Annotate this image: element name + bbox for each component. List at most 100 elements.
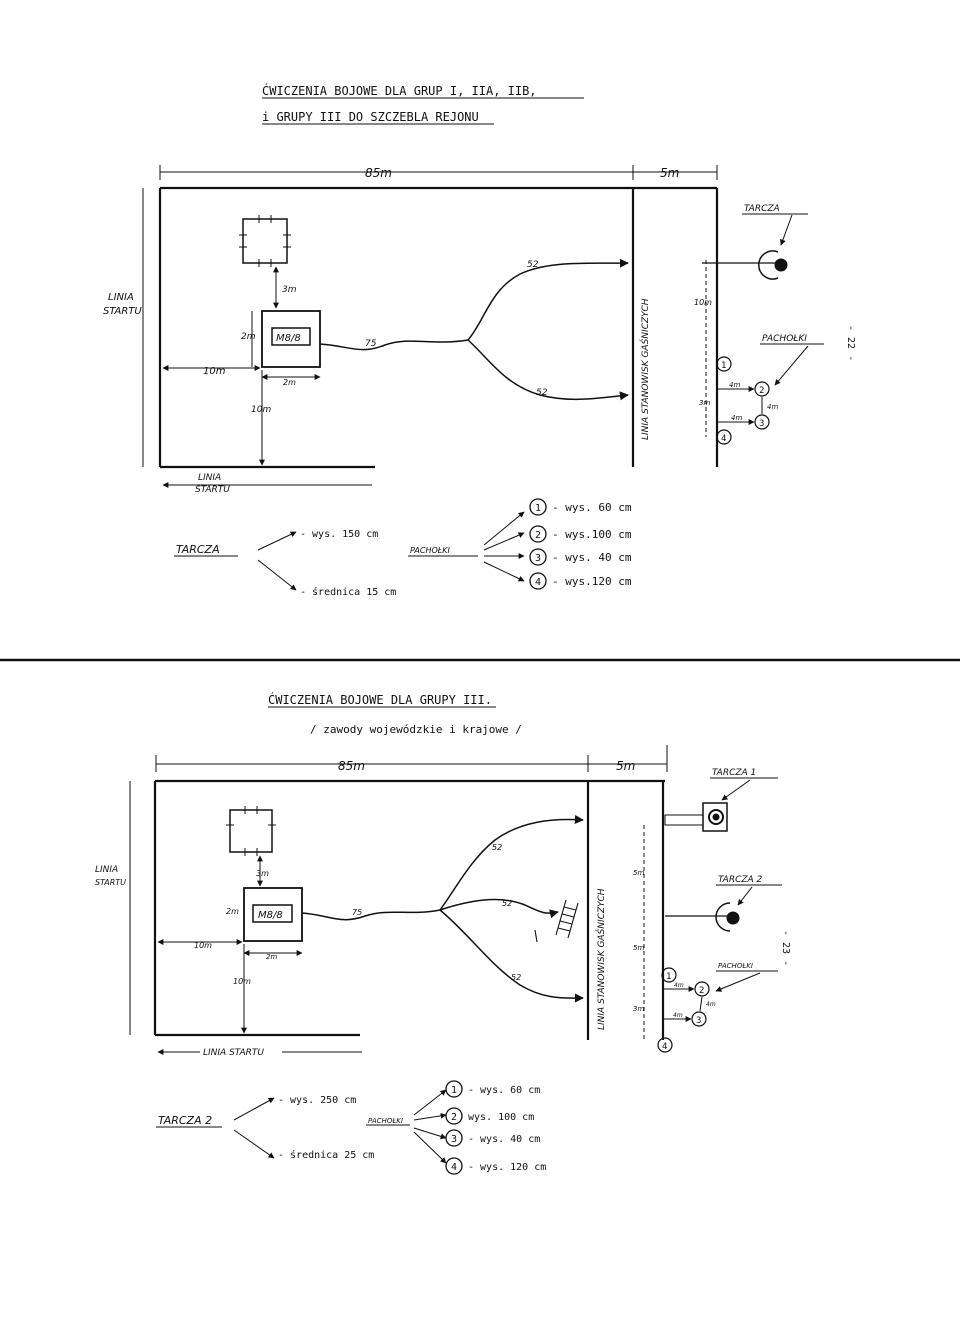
bottom-dim-4m-c: 4m	[673, 1012, 683, 1019]
bottom-legend-cone-4-text: - wys. 120 cm	[468, 1162, 546, 1173]
bottom-hose-52-b-label: 52	[502, 899, 512, 908]
bottom-hose-75-label: 75	[352, 908, 362, 917]
bottom-target-2	[726, 911, 740, 925]
top-target	[774, 258, 788, 272]
bottom-hose-52-c	[439, 909, 584, 1003]
top-legend-cone-2-text: - wys.100 cm	[552, 528, 632, 541]
bottom-target-1	[708, 809, 724, 825]
top-legend-cones: 1- wys. 60 cm2- wys.100 cm3- wys. 40 cm4…	[529, 498, 632, 590]
bottom-pacholki-label: PACHOŁKI	[718, 962, 753, 970]
bottom-target2-mount	[715, 902, 731, 932]
top-dim-5: 5m	[660, 166, 679, 180]
top-legend-cone-3-marker	[529, 548, 547, 566]
top-motor-pump	[271, 327, 311, 346]
top-legend-cone-4-number: 4	[535, 577, 541, 588]
bottom-linia-stanowisk-label: LINIA STANOWISK GAŚNICZYCH	[595, 888, 607, 1030]
bottom-linia-startu-bottom: LINIA STARTU	[203, 1048, 264, 1058]
bottom-dim-4m-b: 4m	[706, 1001, 716, 1008]
top-box-label: M8/8	[276, 333, 301, 344]
top-legend-cone-1-marker	[529, 498, 547, 516]
bottom-cone-2	[694, 981, 710, 997]
bottom-legend-tarcza-height: - wys. 250 cm	[278, 1095, 356, 1106]
bottom-ladder	[534, 899, 579, 943]
bottom-dim-5: 5m	[616, 759, 635, 773]
bottom-dim-10m-down: 10m	[233, 977, 251, 986]
top-legend-tarcza-height: - wys. 150 cm	[300, 529, 378, 540]
bottom-legend-tarcza: TARCZA 2	[158, 1114, 212, 1127]
top-cone-1-num: 1	[721, 361, 726, 371]
top-legend-cone-4-marker	[529, 572, 547, 590]
bottom-box-label: M8/8	[258, 910, 283, 921]
top-cone-4-num: 4	[721, 434, 726, 444]
top-legend-pacholki: PACHOŁKI	[410, 546, 451, 555]
top-cone-2-num: 2	[759, 386, 764, 396]
top-linia-startu-left-2: STARTU	[103, 306, 142, 317]
bottom-dim-5m-b: 5m	[633, 944, 644, 952]
bottom-dim-2m-bottom: 2m	[266, 953, 277, 961]
top-linia-startu-left-1: LINIA	[108, 292, 134, 303]
bottom-legend-cone-3-number: 3	[451, 1134, 457, 1145]
bottom-target1-board	[702, 802, 728, 832]
top-linia-stanowisk-label: LINIA STANOWISK GAŚNICZYCH	[639, 298, 651, 440]
top-pacholki-label: PACHOŁKI	[762, 334, 807, 344]
top-hose-52-lower	[467, 339, 629, 401]
top-dim-4m-c: 4m	[731, 414, 742, 422]
top-dim-85: 85m	[365, 166, 392, 180]
top-dim-10m-down: 10m	[251, 405, 271, 415]
top-legend-cone-1-number: 1	[535, 503, 541, 514]
top-target-mount	[758, 250, 779, 280]
top-cone-4	[716, 429, 732, 445]
bottom-legend-cone-1-number: 1	[451, 1085, 457, 1096]
bottom-motor-pump-area	[243, 887, 303, 942]
bottom-cone-2-num: 2	[699, 986, 704, 996]
top-hose-52-upper	[467, 258, 629, 341]
top-hose-75-label: 75	[365, 339, 377, 349]
bottom-linia-startu-left-1: LINIA	[95, 865, 118, 875]
top-dim-2m-bottom: 2m	[283, 378, 296, 387]
bottom-legend-pacholki: PACHOŁKI	[368, 1117, 403, 1125]
bottom-linia-startu-left-2: STARTU	[95, 878, 126, 887]
bottom-legend-tarcza-diameter: - średnica 25 cm	[278, 1149, 374, 1161]
bottom-legend-cone-2-text: wys. 100 cm	[468, 1112, 534, 1123]
bottom-dim-3m: 3m	[256, 869, 269, 878]
bottom-title-line1: ĆWICZENIA BOJOWE DLA GRUPY III.	[268, 692, 492, 707]
top-legend-cone-4-text: - wys.120 cm	[552, 575, 632, 588]
top-hose-75	[319, 339, 469, 351]
top-motor-pump-area	[261, 310, 321, 368]
bottom-dim-5m-a: 5m	[633, 869, 644, 877]
bottom-legend-cone-3-text: - wys. 40 cm	[468, 1134, 540, 1145]
bottom-legend-cone-4-marker	[445, 1157, 463, 1175]
top-legend-cone-3-number: 3	[535, 553, 541, 564]
bottom-page-number: - 23 -	[780, 930, 791, 966]
bottom-hose-75	[301, 909, 441, 921]
bottom-tarcza2-label: TARCZA 2	[718, 875, 763, 885]
bottom-legend-cone-1-marker	[445, 1080, 463, 1098]
bottom-target1-bracket	[664, 814, 704, 826]
top-cone-3	[754, 414, 770, 430]
top-legend-cone-2-marker	[529, 525, 547, 543]
bottom-dim-3m-right: 3m	[633, 1005, 644, 1013]
bottom-motor-pump	[252, 904, 293, 923]
bottom-dim-85: 85m	[338, 759, 365, 773]
top-legend-cone-1-text: - wys. 60 cm	[552, 501, 632, 514]
top-legend-tarcza-diameter: - średnica 15 cm	[300, 586, 396, 598]
top-dim-4m-a: 4m	[729, 381, 740, 389]
top-title-line2: i GRUPY III DO SZCZEBLA REJONU	[262, 110, 479, 124]
top-cone-1	[716, 356, 732, 372]
bottom-legend-cone-2-marker	[445, 1107, 463, 1125]
bottom-hose-52-a-label: 52	[492, 843, 502, 852]
top-dim-3m: 3m	[282, 285, 297, 295]
top-dim-4m-b: 4m	[767, 403, 778, 411]
bottom-target-1-center	[712, 813, 720, 821]
top-page-number: - 22 -	[845, 325, 856, 361]
top-dim-10m-right: 10m	[694, 298, 712, 307]
top-diagram: ĆWICZENIA BOJOWE DLA GRUP I, IIA, IIB, i…	[103, 83, 856, 598]
top-hose-52-top-label: 52	[527, 260, 539, 270]
bottom-cone-3	[691, 1011, 707, 1027]
top-legend-cone-3-text: - wys. 40 cm	[552, 551, 632, 564]
top-legend-tarcza: TARCZA	[176, 543, 220, 556]
top-dim-2m-side: 2m	[241, 332, 256, 342]
bottom-legend-cone-2-number: 2	[451, 1112, 457, 1123]
top-linia-startu-bottom-2: STARTU	[195, 485, 230, 495]
